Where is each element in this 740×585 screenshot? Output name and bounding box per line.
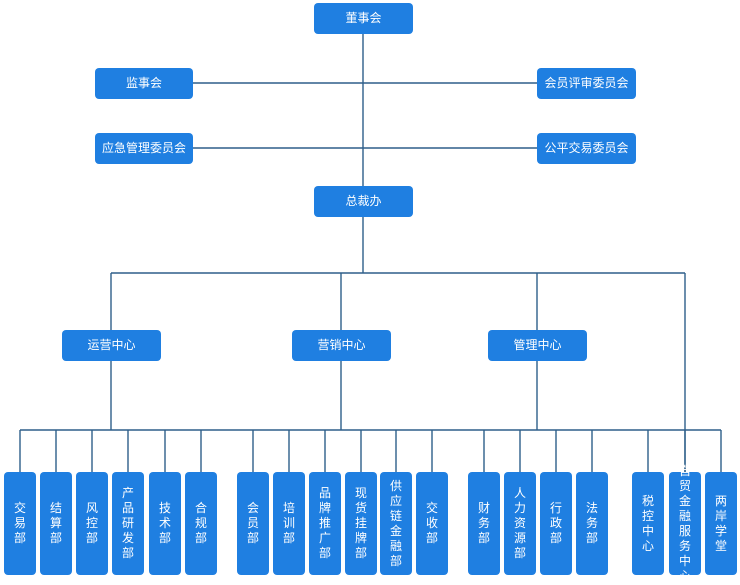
department-node: 结算部: [40, 472, 72, 575]
department-node: 税控中心: [632, 472, 664, 575]
department-label: 风控部: [85, 501, 98, 545]
marketing-center-node: 营销中心: [292, 330, 391, 361]
department-node: 培训部: [273, 472, 305, 575]
department-node: 自贸金融服务中心: [669, 464, 701, 583]
department-node: 两岸学堂: [705, 472, 737, 575]
department-node: 合规部: [185, 472, 217, 575]
department-label: 产品研发部: [121, 486, 134, 560]
department-label: 交易部: [13, 501, 26, 545]
department-label: 税控中心: [641, 493, 654, 553]
department-label: 品牌推广部: [318, 486, 331, 560]
department-node: 交收部: [416, 472, 448, 575]
supervisory-board-node: 监事会: [95, 68, 193, 99]
department-label: 交收部: [425, 501, 438, 545]
department-label: 行政部: [549, 501, 562, 545]
department-node: 人力资源部: [504, 472, 536, 575]
member-review-committee-node: 会员评审委员会: [537, 68, 636, 99]
department-label: 供应链金融部: [389, 478, 402, 568]
department-node: 产品研发部: [112, 472, 144, 575]
management-center-node: 管理中心: [488, 330, 587, 361]
department-node: 风控部: [76, 472, 108, 575]
ceo-office-node: 总裁办: [314, 186, 413, 217]
department-label: 人力资源部: [513, 486, 526, 560]
department-node: 现货挂牌部: [345, 472, 377, 575]
department-label: 两岸学堂: [714, 493, 727, 553]
department-label: 合规部: [194, 501, 207, 545]
department-label: 现货挂牌部: [354, 486, 367, 560]
department-label: 自贸金融服务中心: [678, 463, 691, 583]
department-label: 技术部: [158, 501, 171, 545]
department-label: 结算部: [49, 501, 62, 545]
department-node: 法务部: [576, 472, 608, 575]
department-node: 技术部: [149, 472, 181, 575]
department-node: 财务部: [468, 472, 500, 575]
fair-trade-committee-node: 公平交易委员会: [537, 133, 636, 164]
department-node: 品牌推广部: [309, 472, 341, 575]
department-node: 供应链金融部: [380, 472, 412, 575]
department-label: 财务部: [477, 501, 490, 545]
emergency-committee-node: 应急管理委员会: [95, 133, 193, 164]
department-label: 会员部: [246, 501, 259, 545]
department-node: 交易部: [4, 472, 36, 575]
department-label: 培训部: [282, 501, 295, 545]
operations-center-node: 运营中心: [62, 330, 161, 361]
department-node: 会员部: [237, 472, 269, 575]
board-node: 董事会: [314, 3, 413, 34]
department-node: 行政部: [540, 472, 572, 575]
department-label: 法务部: [585, 501, 598, 545]
